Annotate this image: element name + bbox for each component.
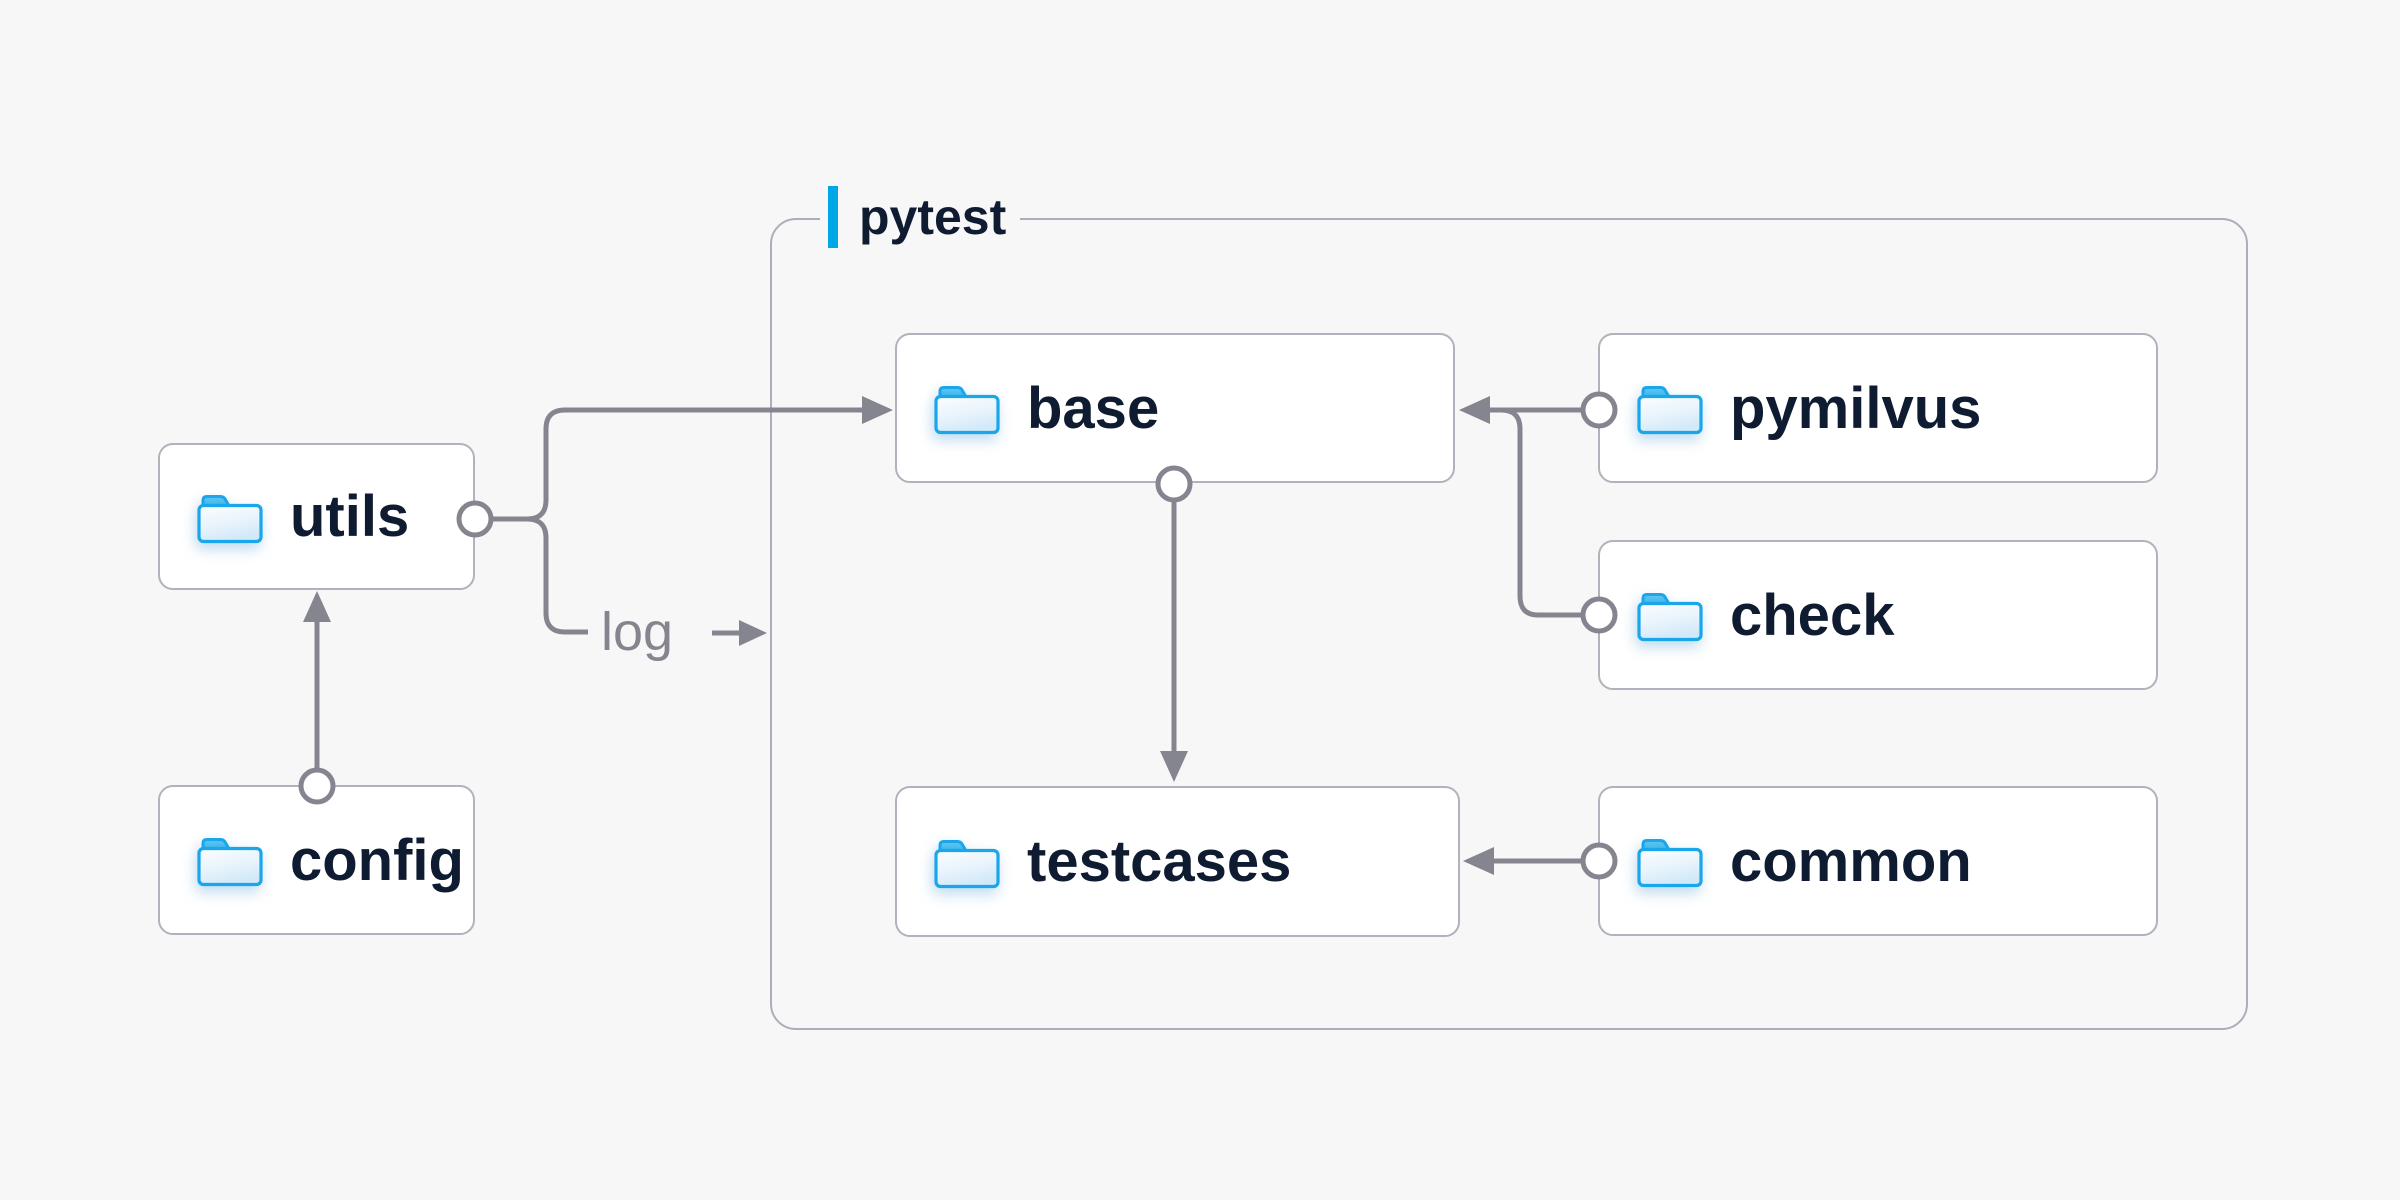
pytest-group-label: pytest bbox=[820, 185, 1021, 249]
node-label: config bbox=[290, 827, 464, 893]
node-base: base bbox=[895, 333, 1455, 483]
node-label: testcases bbox=[1027, 829, 1292, 894]
edge-label-log: log bbox=[601, 602, 674, 662]
pytest-group-title: pytest bbox=[859, 189, 1007, 245]
folder-icon bbox=[934, 839, 1000, 888]
pytest-group-frame bbox=[770, 218, 2248, 1030]
folder-icon bbox=[197, 838, 263, 887]
accent-bar bbox=[828, 186, 838, 248]
node-label: common bbox=[1730, 828, 1972, 894]
node-testcases: testcases bbox=[895, 786, 1460, 937]
folder-icon bbox=[197, 494, 263, 543]
node-config: config bbox=[158, 785, 475, 935]
node-label: utils bbox=[290, 484, 410, 549]
node-label: pymilvus bbox=[1730, 375, 1982, 441]
folder-icon bbox=[1637, 386, 1703, 435]
node-label: check bbox=[1730, 582, 1895, 648]
node-pymilvus: pymilvus bbox=[1598, 333, 2158, 483]
node-common: common bbox=[1598, 786, 2158, 936]
node-utils: utils bbox=[158, 443, 475, 590]
node-check: check bbox=[1598, 540, 2158, 690]
folder-icon bbox=[934, 386, 1000, 435]
folder-icon bbox=[1637, 593, 1703, 642]
edge-config-utils bbox=[298, 591, 336, 805]
node-label: base bbox=[1027, 375, 1160, 441]
folder-icon bbox=[1637, 839, 1703, 888]
